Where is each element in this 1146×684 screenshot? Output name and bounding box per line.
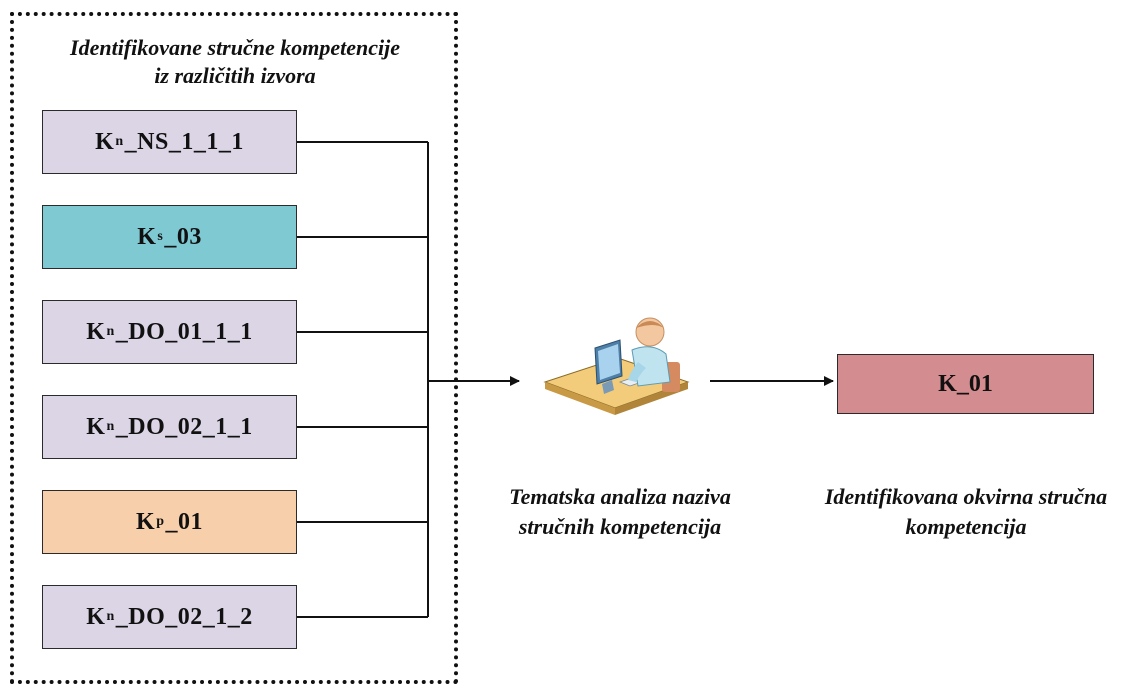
competency-4-suffix: _DO_02_1_1 bbox=[115, 413, 253, 440]
source-group-title-line2: iz različitih izvora bbox=[154, 63, 316, 88]
competency-3-prefix: K bbox=[86, 318, 106, 345]
competency-3-suffix: _DO_01_1_1 bbox=[115, 318, 253, 345]
analysis-caption: Tematska analiza naziva stručnih kompete… bbox=[470, 482, 770, 542]
source-group-title: Identifikovane stručne kompetencije iz r… bbox=[20, 34, 450, 90]
analysis-caption-line2: stručnih kompetencija bbox=[518, 514, 722, 539]
competency-1-prefix: K bbox=[95, 128, 115, 155]
source-group-title-line1: Identifikovane stručne kompetencije bbox=[70, 35, 400, 60]
competency-2-subscript: s bbox=[157, 229, 164, 244]
output-caption-line1: Identifikovana okvirna stručna bbox=[824, 484, 1108, 509]
competency-5-subscript: p bbox=[156, 514, 165, 529]
output-caption-line2: kompetencija bbox=[905, 514, 1027, 539]
competency-1-subscript: n bbox=[115, 134, 124, 149]
output-caption: Identifikovana okvirna stručna kompetenc… bbox=[786, 482, 1146, 542]
output-competency-label: K_01 bbox=[938, 370, 993, 397]
competency-2-suffix: _03 bbox=[164, 223, 202, 250]
competency-3-subscript: n bbox=[106, 324, 115, 339]
competency-1-suffix: _NS_1_1_1 bbox=[124, 128, 244, 155]
competency-5-prefix: K bbox=[136, 508, 156, 535]
competency-6-subscript: n bbox=[106, 609, 115, 624]
competency-6-prefix: K bbox=[86, 603, 106, 630]
analysis-caption-line1: Tematska analiza naziva bbox=[509, 484, 731, 509]
competency-4-prefix: K bbox=[86, 413, 106, 440]
output-competency-box: K_01 bbox=[837, 354, 1094, 414]
competency-6-suffix: _DO_02_1_2 bbox=[115, 603, 253, 630]
competency-5-suffix: _01 bbox=[165, 508, 203, 535]
competency-2-prefix: K bbox=[137, 223, 157, 250]
person-at-computer-icon bbox=[543, 317, 690, 415]
competency-4-subscript: n bbox=[106, 419, 115, 434]
